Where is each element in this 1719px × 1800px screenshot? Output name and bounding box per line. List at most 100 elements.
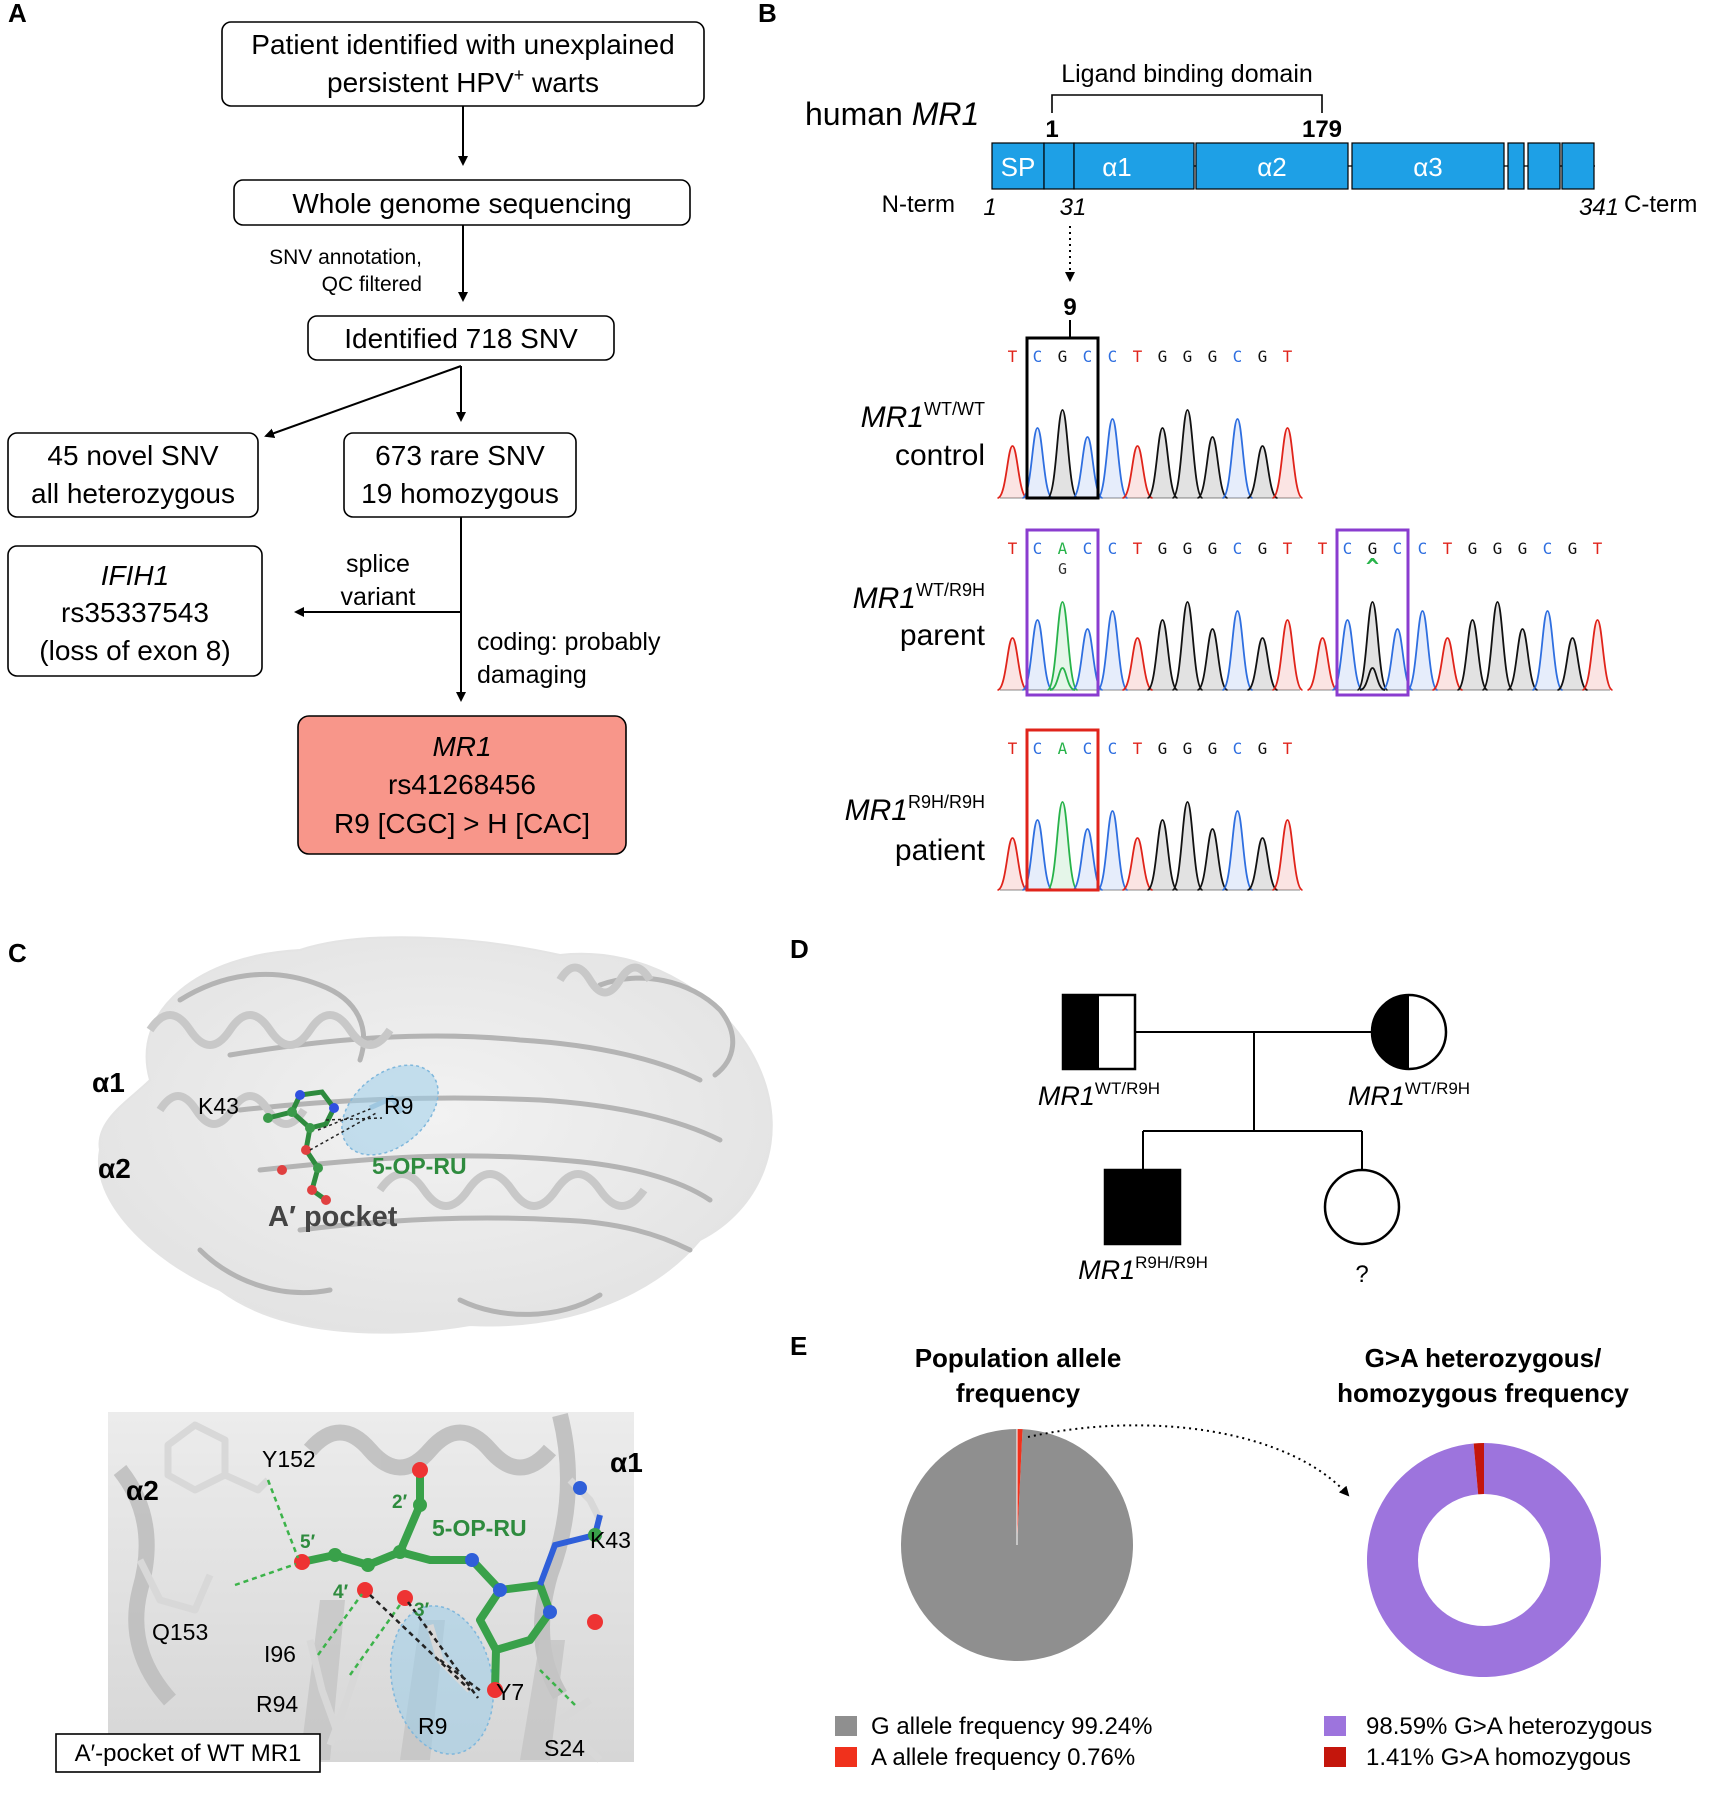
trace-peak — [1021, 427, 1054, 499]
trace-peak — [1331, 619, 1364, 691]
struct-label-r9: R9 — [384, 1093, 413, 1119]
flow-box-mr1-change: R9 [CGC] > H [CAC] — [334, 808, 590, 839]
struct-label-a2: α2 — [98, 1153, 131, 1184]
pos-341-label: 341 — [1579, 194, 1619, 221]
trace-peak — [1221, 810, 1254, 891]
r9-highlight — [341, 1064, 439, 1156]
genotype-control-label: control — [895, 439, 985, 472]
nterm-label: N-term — [882, 191, 955, 218]
base-call: T — [1133, 739, 1143, 758]
base-call: G — [1468, 539, 1478, 558]
trace-peak — [1456, 619, 1489, 691]
struct-label-ligand: 5-OP-RU — [372, 1153, 467, 1179]
base-call: T — [1008, 347, 1018, 366]
trace-peak — [1271, 619, 1304, 691]
base-call: G — [1158, 347, 1168, 366]
ligand-ball-stick — [263, 1089, 405, 1205]
trace-peak — [1046, 409, 1079, 499]
base-call: C — [1083, 347, 1093, 366]
zoom-label-3p: 3′ — [414, 1600, 430, 1621]
trace-peak — [1581, 619, 1614, 691]
base-call: T — [1008, 739, 1018, 758]
base-call: C — [1418, 539, 1428, 558]
base-call: C — [1033, 539, 1043, 558]
residue-9-label: 9 — [1063, 294, 1076, 321]
donut-zygosity-frequency — [1366, 1443, 1601, 1677]
genotype-patient-label: patient — [895, 834, 986, 867]
domain-alpha3 — [1351, 142, 1505, 190]
base-call: G — [1183, 739, 1193, 758]
trace-peak — [1271, 819, 1304, 891]
trace-peak — [1221, 418, 1254, 499]
codon-box — [1025, 528, 1100, 697]
zoom-label-4p: 4′ — [333, 1582, 349, 1603]
zoom-label-r9: R9 — [418, 1713, 447, 1739]
trace-peak — [1171, 601, 1204, 691]
legend1-label-a: A allele frequency 0.76% — [871, 1744, 1135, 1771]
base-call: G — [1183, 347, 1193, 366]
ligand-binding-bracket — [1051, 94, 1323, 113]
domain-alpha1-label: α1 — [1102, 152, 1132, 182]
trace-peak — [1307, 637, 1338, 691]
trace-peak — [1356, 601, 1389, 691]
pos-31-label: 31 — [1060, 194, 1087, 221]
trace-peak — [997, 837, 1028, 891]
zoom-label-r94: R94 — [256, 1691, 298, 1717]
base-call: G — [1183, 539, 1193, 558]
legend1-swatch-g — [835, 1716, 857, 1736]
struct-label-a1: α1 — [92, 1067, 125, 1098]
base-call: C — [1233, 739, 1243, 758]
trace-peak — [1021, 819, 1054, 891]
zoom-label-y152: Y152 — [262, 1446, 316, 1472]
legend2-swatch-het — [1324, 1716, 1346, 1736]
trace-peak — [1071, 828, 1104, 891]
trace-peak — [1406, 610, 1439, 691]
base-call: C — [1393, 539, 1403, 558]
trace-peak — [997, 445, 1028, 499]
codon-box — [1025, 336, 1100, 500]
panel-label-b: B — [758, 0, 777, 28]
trace-peak — [1531, 610, 1564, 691]
zoom-label-k43: K43 — [590, 1527, 631, 1553]
base-call: C — [1543, 539, 1553, 558]
base-call: C — [1343, 539, 1353, 558]
base-call: C — [1033, 739, 1043, 758]
base-call: G — [1368, 539, 1378, 558]
panel-b-genotype-labels: MR1WT/WT control MR1WT/R9H parent MR1R9H… — [845, 399, 986, 867]
flow-box-patient-line1: Patient identified with unexplained — [251, 29, 674, 60]
trace-peak — [1381, 628, 1414, 691]
flow-note-annotation-line2: QC filtered — [322, 273, 422, 296]
domain-alpha2 — [1195, 142, 1349, 190]
base-call: C — [1033, 347, 1043, 366]
zoom-label-2p: 2′ — [392, 1492, 408, 1513]
domain-alpha3-label: α3 — [1413, 152, 1443, 182]
flow-box-ifih1-rs: rs35337543 — [61, 597, 209, 628]
panel-label-d: D — [790, 934, 809, 964]
domain-alpha2-label: α2 — [1257, 152, 1287, 182]
base-call: G — [1208, 739, 1218, 758]
pedigree-father-filled-half — [1063, 995, 1099, 1069]
base-call: G — [1518, 539, 1528, 558]
pie-slice-a-allele-frequency — [1017, 1429, 1023, 1545]
flow-note-splice-line1: splice — [346, 550, 410, 578]
zoom-hbonds — [234, 1479, 576, 1706]
legend2-label-het: 98.59% G>A heterozygous — [1366, 1713, 1652, 1740]
base-call: T — [1283, 347, 1293, 366]
trace-peak — [1146, 819, 1179, 891]
base-call: G — [1568, 539, 1578, 558]
gene-title: human MR1 — [805, 96, 979, 132]
trace-secondary-peak — [1359, 667, 1386, 691]
panel-a-flowchart: Patient identified with unexplained pers… — [7, 21, 705, 855]
genotype-patient-name: MR1R9H/R9H — [845, 792, 985, 827]
secondary-base-call: ^ — [1366, 555, 1379, 580]
zoom-ligand — [294, 1462, 603, 1698]
flow-box-mr1-rs: rs41268456 — [388, 769, 536, 800]
flow-box-novel — [7, 432, 259, 518]
trace-peak — [1196, 628, 1229, 691]
donut-hole — [1418, 1494, 1550, 1626]
zoom-label-q153: Q153 — [152, 1619, 208, 1645]
flow-box-ifih1 — [7, 545, 263, 677]
